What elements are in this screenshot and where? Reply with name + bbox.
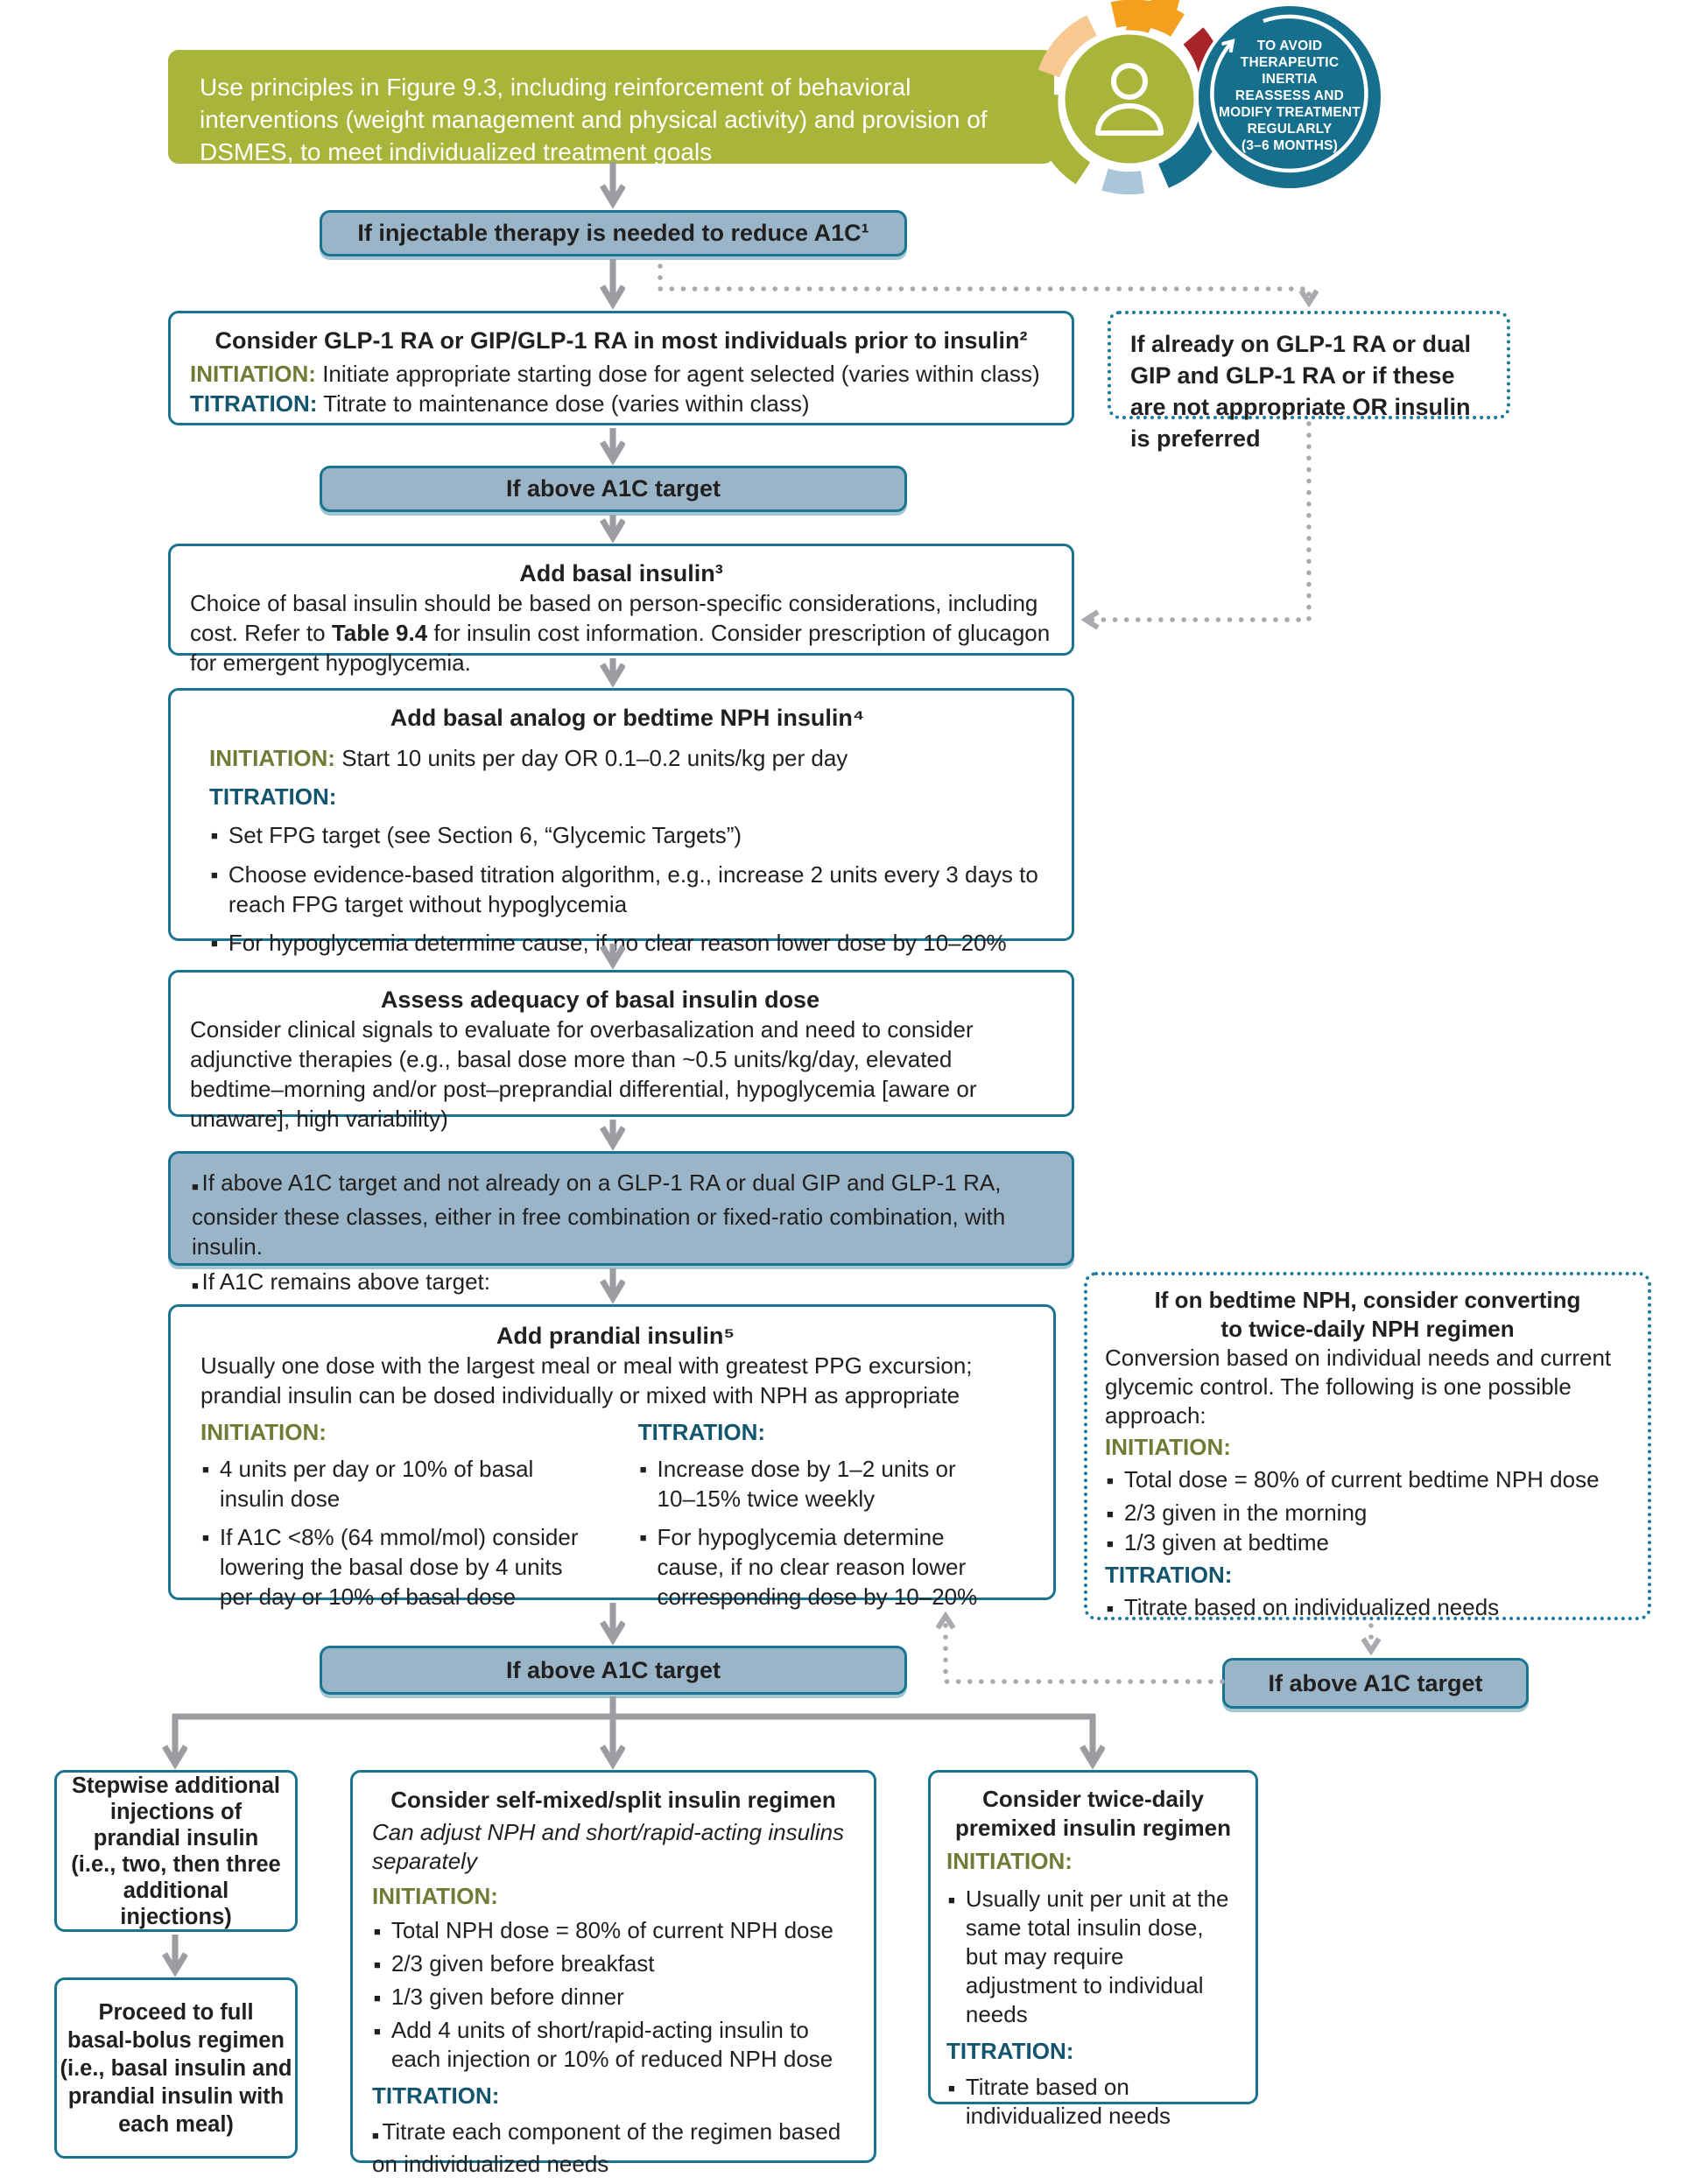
self-mixed-note: Can adjust NPH and short/rapid-acting in… <box>372 1819 845 1874</box>
self-mixed-tit-bullet: Titrate each component of the regimen ba… <box>372 2117 855 2179</box>
nph-init-bullet: Total dose = 80% of current bedtime NPH … <box>1105 1465 1630 1495</box>
reassess-badge-text: TO AVOID THERAPEUTIC INERTIA REASSESS AN… <box>1219 39 1361 153</box>
basal-analog-bullet: For hypoglycemia determine cause, if no … <box>209 928 1045 959</box>
prandial-init-bullet: If A1C <8% (64 mmol/mol) consider loweri… <box>200 1522 626 1612</box>
box-already-on-glp1: If already on GLP-1 RA or dual GIP and G… <box>1108 311 1510 452</box>
glp1-initiation-line: INITIATION: Initiate appropriate startin… <box>190 361 1040 387</box>
basal-analog-titration: TITRATION: <box>209 783 337 810</box>
prandial-tit-bullet: For hypoglycemia determine cause, if no … <box>638 1522 1030 1612</box>
header-text: Use principles in Figure 9.3, including … <box>200 74 988 165</box>
person-icon <box>1060 30 1199 168</box>
prandial-body: Usually one dose with the largest meal o… <box>200 1352 973 1408</box>
prandial-tit-bullet: Increase dose by 1–2 units or 10–15% twi… <box>638 1454 1030 1513</box>
self-mixed-init-bullet: Add 4 units of short/rapid-acting insuli… <box>372 2016 855 2074</box>
add-basal-title: Add basal insulin³ <box>519 560 723 586</box>
box-nph-conversion: If on bedtime NPH, consider converting t… <box>1084 1272 1651 1620</box>
prandial-initiation-col: INITIATION: 4 units per day or 10% of ba… <box>200 1417 626 1612</box>
glp1-titration-line: TITRATION: Titrate to maintenance dose (… <box>190 390 810 417</box>
box-premixed: Consider twice-daily premixed insulin re… <box>928 1770 1258 2129</box>
premixed-tit-bullet: Titrate based on individualized needs <box>946 2073 1240 2131</box>
box-self-mixed: Consider self-mixed/split insulin regime… <box>350 1770 876 2177</box>
box-above-a1c-1: If above A1C target <box>320 466 907 512</box>
box-basal-analog-nph: Add basal analog or bedtime NPH insulin⁴… <box>168 688 1074 956</box>
premixed-init-bullet: Usually unit per unit at the same total … <box>946 1885 1240 2029</box>
prandial-titration-col: TITRATION: Increase dose by 1–2 units or… <box>626 1417 1030 1612</box>
combo-bullet-1: If above A1C target and not already on a… <box>192 1168 1051 1261</box>
nph-init-bullet: 1/3 given at bedtime <box>1105 1528 1630 1558</box>
combo-bullet-2: If A1C remains above target: <box>192 1267 1051 1301</box>
box-add-basal-insulin: Add basal insulin³ Choice of basal insul… <box>168 544 1074 676</box>
box-injectable-therapy: If injectable therapy is needed to reduc… <box>320 210 907 256</box>
box-consider-glp1: Consider GLP-1 RA or GIP/GLP-1 RA in mos… <box>168 311 1074 425</box>
header-principles-box: Use principles in Figure 9.3, including … <box>168 50 1054 165</box>
self-mixed-init-bullet: Total NPH dose = 80% of current NPH dose <box>372 1916 855 1946</box>
nph-tit-bullet: Titrate based on individualized needs <box>1105 1593 1630 1623</box>
self-mixed-init-bullet: 2/3 given before breakfast <box>372 1949 855 1979</box>
basal-analog-initiation: INITIATION: Start 10 units per day OR 0.… <box>209 745 848 771</box>
box-add-prandial: Add prandial insulin⁵ Usually one dose w… <box>168 1304 1056 1610</box>
already-on-text: If already on GLP-1 RA or dual GIP and G… <box>1130 331 1472 452</box>
nph-convert-body: Conversion based on individual needs and… <box>1105 1345 1612 1429</box>
box-consider-combo: If above A1C target and not already on a… <box>168 1151 1074 1295</box>
self-mixed-init-bullet: 1/3 given before dinner <box>372 1983 855 2012</box>
assess-body: Consider clinical signals to evaluate fo… <box>190 1016 977 1132</box>
box-stepwise-injections: Stepwise additional injections of prandi… <box>54 1770 298 1932</box>
basal-analog-bullet: Set FPG target (see Section 6, “Glycemic… <box>209 820 1045 851</box>
glp1-title: Consider GLP-1 RA or GIP/GLP-1 RA in mos… <box>215 327 1028 354</box>
cycle-arrows-icon <box>1031 0 1227 195</box>
box-basal-bolus: Proceed to full basal-bolus regimen (i.e… <box>54 1977 298 2159</box>
box-assess-adequacy: Assess adequacy of basal insulin dose Co… <box>168 970 1074 1132</box>
prandial-init-bullet: 4 units per day or 10% of basal insulin … <box>200 1454 626 1513</box>
box-above-a1c-3: If above A1C target <box>1222 1658 1529 1709</box>
basal-analog-bullet: Choose evidence-based titration algorith… <box>209 860 1045 919</box>
nph-init-bullet: 2/3 given in the morning <box>1105 1499 1630 1528</box>
add-basal-body: Choice of basal insulin should be based … <box>190 590 1051 676</box>
box-injectable-title: If injectable therapy is needed to reduc… <box>357 220 869 246</box>
box-above-a1c-2: If above A1C target <box>320 1646 907 1695</box>
